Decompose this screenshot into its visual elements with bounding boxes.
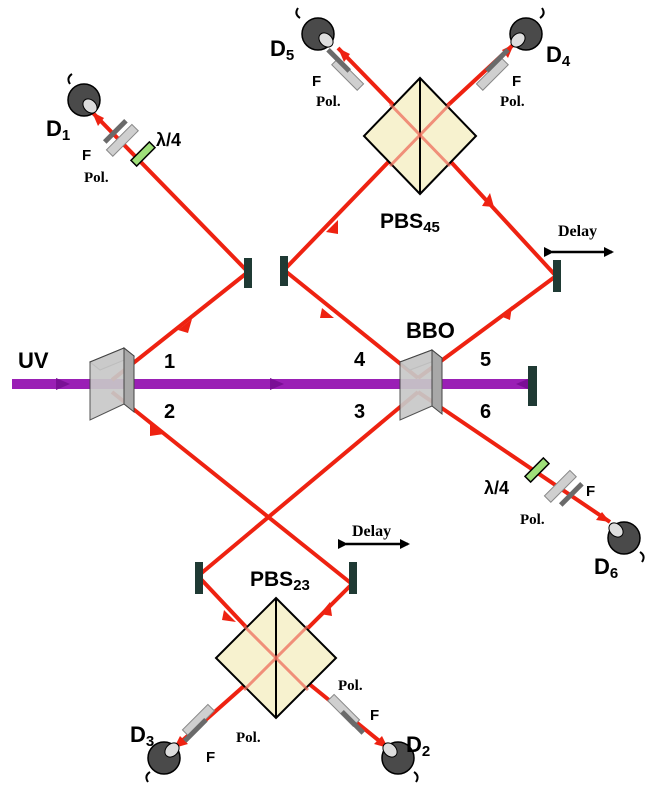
port-label-5: 5 xyxy=(480,349,491,371)
filter-label-d4: F xyxy=(512,73,521,90)
port-label-2: 2 xyxy=(164,401,175,423)
mirror-path2-delay xyxy=(349,562,357,594)
pol-label-d6: Pol. xyxy=(520,512,545,528)
waveplate-label-d1: λ/4 xyxy=(156,130,181,150)
pbs23-cube xyxy=(214,596,338,720)
pol-label-d5: Pol. xyxy=(316,94,341,110)
optics-d5 xyxy=(326,47,365,91)
detector-d5 xyxy=(295,7,335,51)
pol-label-d1: Pol. xyxy=(84,170,109,186)
filter-d2 xyxy=(340,709,366,735)
detector-label-d6: D6 xyxy=(594,554,618,582)
pump-retro-mirror xyxy=(528,366,537,406)
filter-d5 xyxy=(326,47,352,73)
pbs45-cube xyxy=(362,76,478,196)
filter-d6 xyxy=(558,481,584,507)
detector-label-d2: D2 xyxy=(406,732,430,760)
pbs23-label: PBS23 xyxy=(250,568,310,594)
mirror-path3 xyxy=(195,562,203,594)
pbs45-label: PBS45 xyxy=(380,210,440,236)
port-label-3: 3 xyxy=(354,401,365,423)
filter-d3 xyxy=(182,717,208,743)
first-bbo-crystal xyxy=(89,346,135,421)
pol-label-d4: Pol. xyxy=(500,94,525,110)
delay-label-upper: Delay xyxy=(558,223,597,240)
waveplate-d6 xyxy=(523,456,551,484)
detector-label-d4: D4 xyxy=(546,42,571,70)
mirror-path1 xyxy=(244,258,252,288)
optics-d3 xyxy=(181,703,215,743)
mirror-path5-delay xyxy=(553,260,561,292)
detector-d6 xyxy=(607,521,645,563)
filter-label-d5: F xyxy=(312,73,321,90)
port-label-6: 6 xyxy=(480,401,491,423)
filter-label-d6: F xyxy=(586,483,595,500)
optics-d2 xyxy=(327,693,366,735)
pol-label-d2: Pol. xyxy=(338,678,363,694)
polarizer-d5 xyxy=(331,57,365,91)
bbo-crystal xyxy=(399,348,443,421)
waveplate-d1 xyxy=(129,140,157,168)
detector-d3 xyxy=(145,741,181,783)
pol-label-d3: Pol. xyxy=(236,730,261,746)
detector-d2 xyxy=(381,741,419,783)
mirrors xyxy=(195,256,561,594)
filter-label-d3: F xyxy=(206,749,215,766)
photon-beams xyxy=(90,42,612,750)
bbo-label: BBO xyxy=(406,318,455,343)
detector-d4 xyxy=(509,7,545,51)
filter-d4 xyxy=(484,47,510,73)
optics-d1 xyxy=(102,118,157,168)
polarizer-d3 xyxy=(181,703,215,737)
detector-d1 xyxy=(67,73,101,117)
filter-d1 xyxy=(102,118,128,144)
delay-label-lower: Delay xyxy=(352,523,391,540)
waveplate-label-d6: λ/4 xyxy=(484,478,509,498)
mirror-path4 xyxy=(280,256,288,286)
filter-label-d1: F xyxy=(82,147,91,164)
polarizer-d6 xyxy=(543,469,577,503)
polarizer-d1 xyxy=(105,123,139,157)
detector-label-d1: D1 xyxy=(46,116,70,144)
optics-d6 xyxy=(523,456,584,507)
uv-label: UV xyxy=(18,348,49,373)
port-label-1: 1 xyxy=(164,351,175,373)
detector-label-d3: D3 xyxy=(130,722,154,750)
optics-d4 xyxy=(475,47,510,91)
filter-label-d2: F xyxy=(370,707,379,724)
port-label-4: 4 xyxy=(354,349,366,371)
detector-label-d5: D5 xyxy=(270,36,294,64)
